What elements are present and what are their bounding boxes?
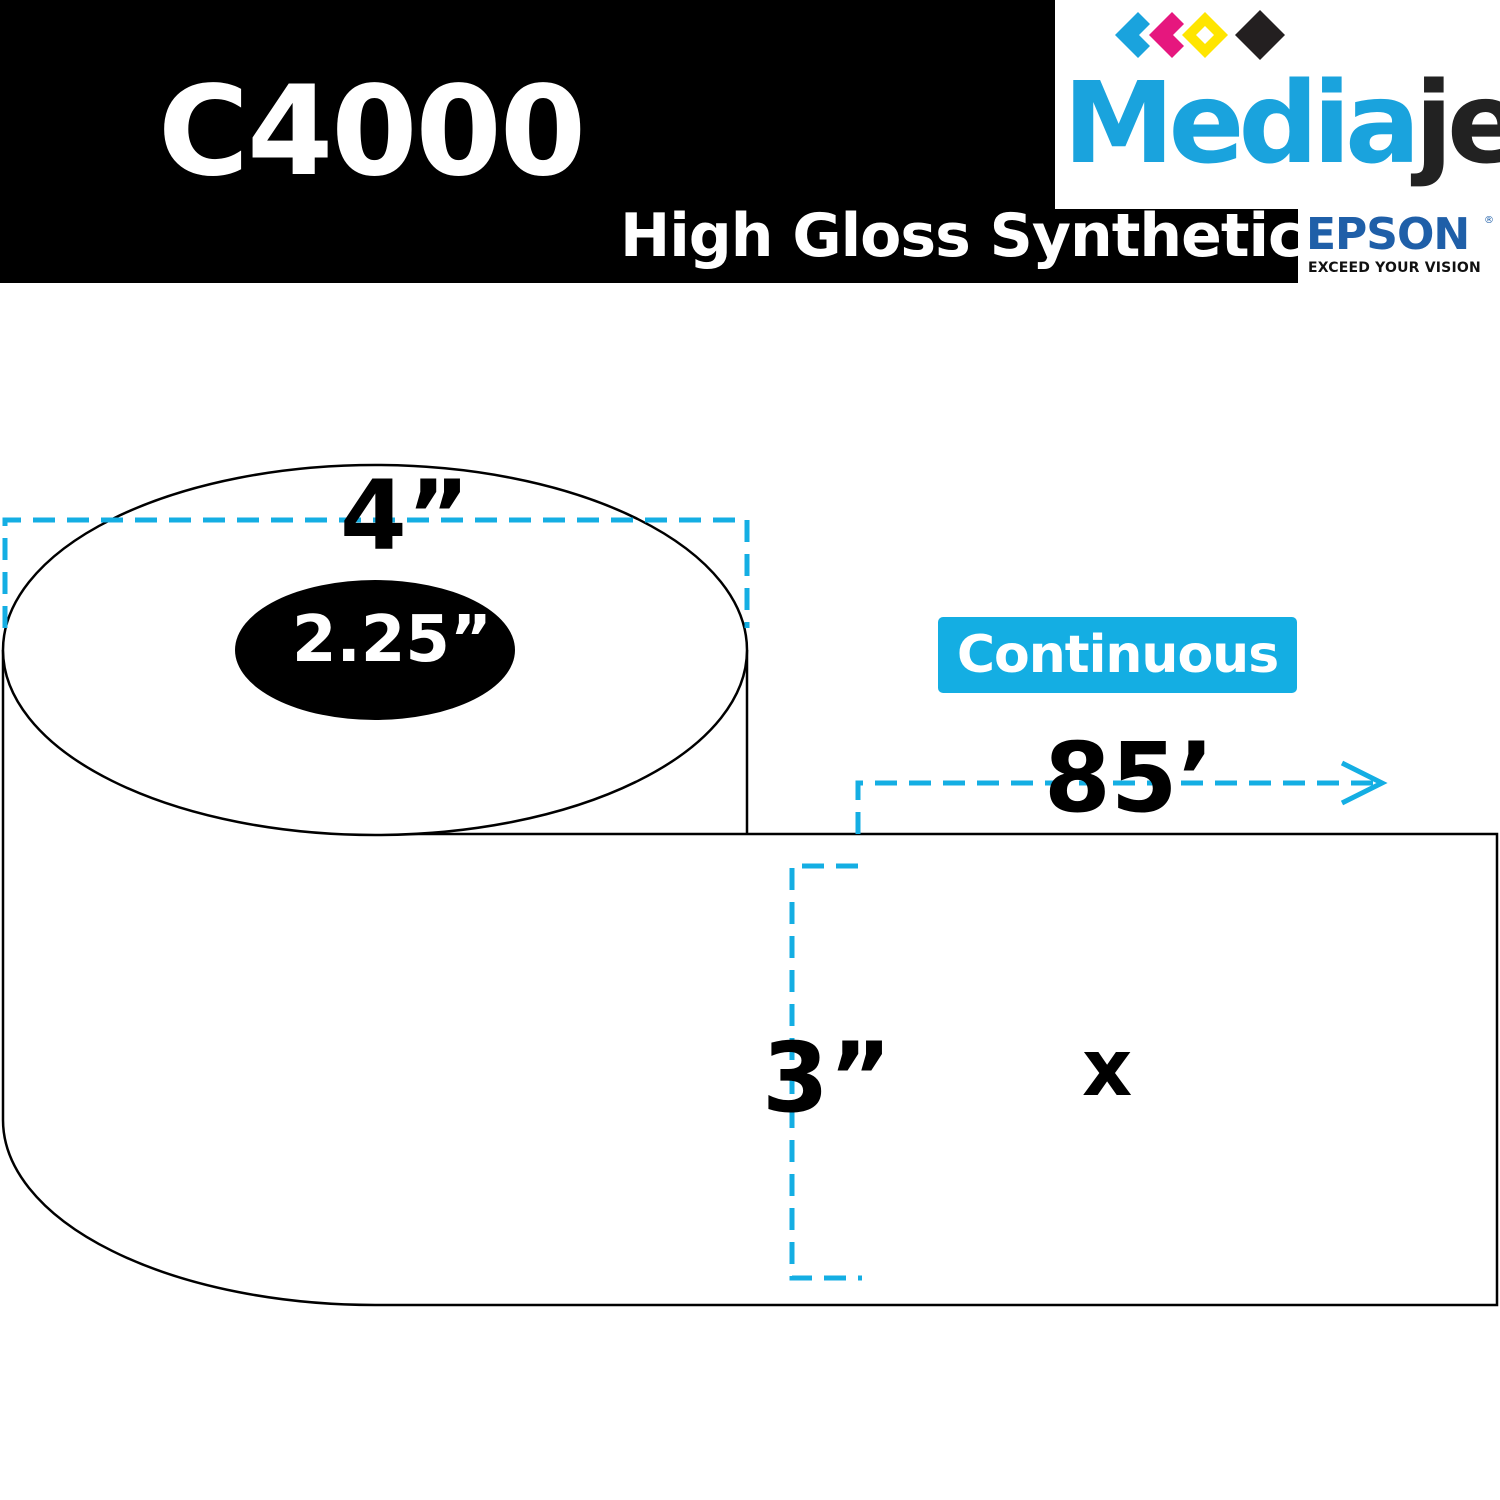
- label-width-dimension-line: [789, 863, 862, 1281]
- epson-name: EPSON: [1306, 209, 1470, 260]
- brand-name-part2: jet: [1414, 59, 1500, 189]
- continuous-badge-text: Continuous: [956, 625, 1279, 685]
- epson-registered-mark: ®: [1484, 215, 1494, 226]
- label-length-dimension-line: [855, 780, 1378, 834]
- arrow-right-icon: [1340, 760, 1388, 806]
- brand-name-part1: Media: [1063, 59, 1421, 189]
- model-number: C4000: [158, 60, 586, 204]
- black-diamond-icon: [1235, 10, 1285, 60]
- cyan-chevron-icon: [1115, 12, 1150, 58]
- roll-body-outline: [1, 650, 376, 1307]
- dimension-separator: x: [1082, 1024, 1133, 1114]
- material-name: High Gloss Synthetic: [620, 201, 1304, 271]
- core-diameter-label: 2.25”: [292, 603, 492, 677]
- yellow-chevron-icon: [1182, 12, 1228, 58]
- label-length-label: 85’: [1044, 722, 1215, 834]
- continuous-badge: Continuous: [938, 617, 1297, 693]
- roll-width-label: 4”: [340, 460, 470, 572]
- color-diamonds-icon: [1115, 10, 1285, 60]
- epson-logo: EPSON ® EXCEED YOUR VISION: [1298, 209, 1500, 283]
- epson-tagline: EXCEED YOUR VISION: [1308, 260, 1481, 276]
- label-strip-outline: [375, 832, 1499, 1307]
- roll-width-dimension-line: [2, 517, 750, 628]
- label-width-label: 3”: [762, 1022, 892, 1134]
- core-ellipse: [235, 580, 515, 720]
- mediajet-logo: Mediajet: [1055, 0, 1500, 209]
- brand-name: Mediajet: [1063, 68, 1500, 180]
- magenta-chevron-icon: [1149, 12, 1184, 58]
